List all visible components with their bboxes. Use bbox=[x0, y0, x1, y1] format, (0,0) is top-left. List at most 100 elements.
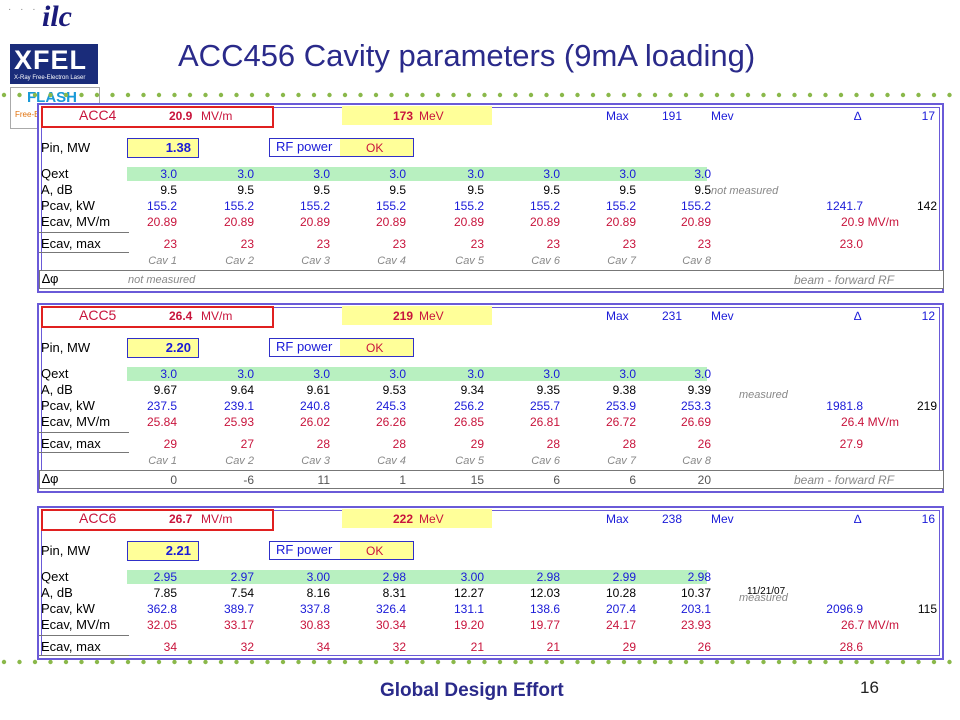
rule-dot bbox=[373, 659, 379, 665]
pcav-value: 155.2 bbox=[223, 199, 254, 213]
adb-value: 12.03 bbox=[529, 586, 560, 600]
pcav-label: Pcav, kW bbox=[41, 398, 95, 413]
acc-header-box bbox=[41, 306, 274, 328]
rule-dot bbox=[482, 659, 487, 665]
qext-value: 2.98 bbox=[687, 570, 711, 584]
rule-dot bbox=[590, 92, 596, 98]
adb-value: 9.5 bbox=[160, 183, 177, 197]
rule-dot bbox=[823, 659, 828, 665]
ecav-max-label: Ecav, max bbox=[41, 436, 101, 451]
rule-dot bbox=[156, 659, 162, 665]
rf-ok-label: OK bbox=[366, 341, 384, 355]
rule-dot bbox=[32, 92, 38, 98]
pcav-value: 240.8 bbox=[299, 399, 330, 413]
beam-forward-label: beam - forward RF bbox=[794, 473, 895, 487]
rule-dot bbox=[730, 659, 735, 665]
rule-dot bbox=[621, 659, 627, 665]
adb-value: 12.27 bbox=[453, 586, 484, 600]
xfel-logo-text: XFEL bbox=[14, 45, 88, 75]
gradient-unit: MV/m bbox=[201, 109, 233, 123]
adb-value: 9.53 bbox=[382, 383, 406, 397]
qext-value: 3.0 bbox=[694, 367, 711, 381]
rule-dot bbox=[451, 92, 456, 98]
pcav-value: 255.7 bbox=[529, 399, 560, 413]
ecav-max-value: 29 bbox=[470, 437, 484, 451]
rule-dot bbox=[389, 92, 394, 98]
cav-label: Cav 7 bbox=[607, 455, 636, 467]
qext-value: 2.97 bbox=[230, 570, 254, 584]
rule-dot bbox=[575, 659, 580, 665]
adb-value: 9.38 bbox=[612, 383, 636, 397]
rule-dot bbox=[79, 659, 84, 665]
rule-dot bbox=[342, 92, 348, 98]
pcav-value: 155.2 bbox=[453, 199, 484, 213]
ecav-value: 20.89 bbox=[529, 215, 560, 229]
ecav-value: 20.89 bbox=[223, 215, 254, 229]
qext-value: 3.0 bbox=[237, 367, 254, 381]
rule-dot bbox=[885, 92, 890, 98]
pin-value: 2.21 bbox=[165, 543, 191, 558]
cav-label: Cav 5 bbox=[455, 255, 484, 267]
rule-dot bbox=[931, 659, 937, 665]
cav-label: Cav 3 bbox=[301, 255, 330, 267]
separator-line bbox=[39, 232, 129, 233]
rule-dot bbox=[869, 92, 875, 98]
pcav-label: Pcav, kW bbox=[41, 198, 95, 213]
cav-label: Cav 4 bbox=[377, 255, 406, 267]
rule-dot bbox=[792, 92, 797, 98]
ecav-max-total: 27.9 bbox=[839, 437, 863, 451]
rule-dot bbox=[652, 92, 658, 98]
ecav-value: 32.05 bbox=[146, 618, 177, 632]
qext-highlight bbox=[127, 570, 707, 584]
rule-dot bbox=[218, 659, 224, 665]
ecav-max-value: 32 bbox=[392, 640, 406, 654]
acc-energy: 173 bbox=[393, 109, 414, 123]
qext-value: 3.0 bbox=[389, 367, 406, 381]
rule-dot bbox=[94, 659, 100, 665]
qext-value: 3.0 bbox=[160, 367, 177, 381]
adb-value: 9.5 bbox=[467, 183, 484, 197]
rule-dot bbox=[745, 659, 751, 665]
pcav-total: 2096.9 bbox=[826, 602, 863, 616]
adb-value: 9.5 bbox=[694, 183, 711, 197]
rule-dot bbox=[110, 659, 115, 665]
ecav-value: 25.93 bbox=[223, 415, 254, 429]
pcav-total: 1981.8 bbox=[826, 399, 863, 413]
energy-unit: MeV bbox=[419, 309, 444, 323]
rule-dot bbox=[606, 659, 611, 665]
rule-dot bbox=[141, 659, 146, 665]
adb-value: 7.54 bbox=[230, 586, 254, 600]
rule-dot bbox=[838, 659, 844, 665]
pcav-value: 155.2 bbox=[529, 199, 560, 213]
rule-dot bbox=[792, 659, 797, 665]
adb-value: 9.5 bbox=[237, 183, 254, 197]
cav-label: Cav 4 bbox=[377, 455, 406, 467]
rule-dot bbox=[296, 659, 301, 665]
delta-value: 12 bbox=[921, 309, 935, 323]
pin-box bbox=[127, 338, 199, 358]
cav-label: Cav 1 bbox=[148, 255, 177, 267]
rule-dot bbox=[203, 659, 208, 665]
qext-value: 3.00 bbox=[306, 570, 330, 584]
qext-value: 3.0 bbox=[313, 167, 330, 181]
ecav-total: 26.4 MV/m bbox=[840, 415, 899, 429]
beam-forward-label: beam - forward RF bbox=[794, 273, 895, 287]
rule-dot bbox=[48, 659, 53, 665]
rule-dot bbox=[544, 659, 549, 665]
rf-power-label: RF power bbox=[276, 139, 333, 154]
separator-line bbox=[39, 655, 129, 656]
rule-dot bbox=[776, 659, 782, 665]
ecav-total: 26.7 MV/m bbox=[840, 618, 899, 632]
dphi-note: not measured bbox=[128, 274, 196, 286]
adb-value: 9.34 bbox=[460, 383, 484, 397]
pcav-value: 155.2 bbox=[146, 199, 177, 213]
adb-value: 7.85 bbox=[153, 586, 177, 600]
rf-ok-highlight: OK bbox=[340, 339, 413, 356]
ecav-max-value: 23 bbox=[697, 237, 711, 251]
rf-ok-highlight: OK bbox=[340, 542, 413, 559]
footer-text: Global Design Effort bbox=[380, 680, 564, 701]
adb-value: 9.5 bbox=[543, 183, 560, 197]
adb-value: 8.16 bbox=[306, 586, 330, 600]
dphi-label: ∆φ bbox=[42, 271, 59, 286]
